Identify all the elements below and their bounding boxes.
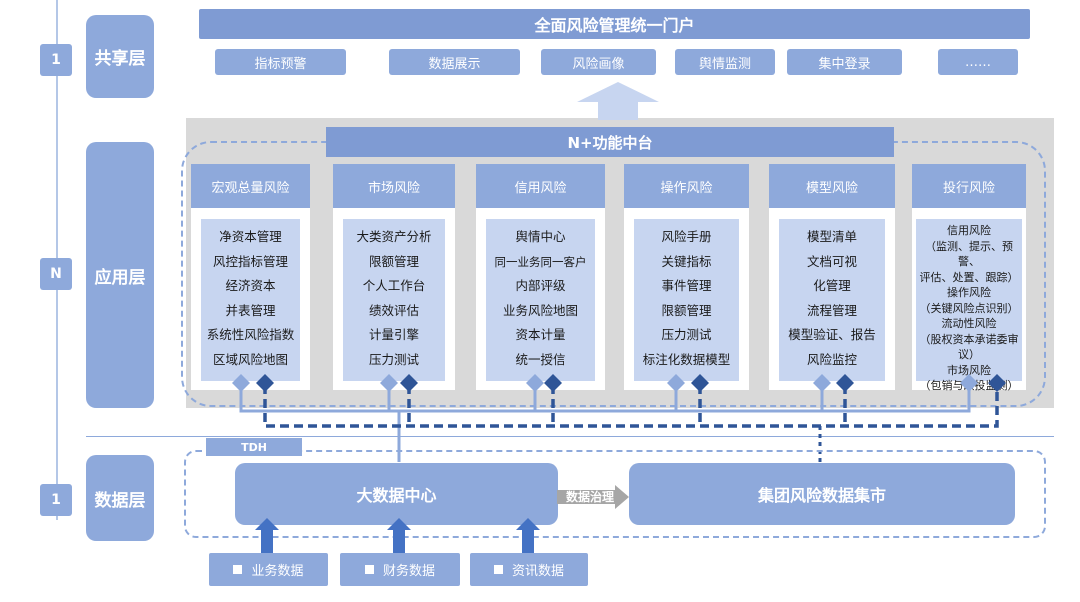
big-data-center[interactable]: 大数据中心 [235, 463, 558, 525]
list-item: 净资本管理 [219, 229, 282, 244]
list-item: 风险监控 [806, 351, 857, 367]
right-arrow-icon [557, 485, 629, 509]
column-list-operational: 风险手册 关键指标 事件管理 限额管理 压力测试 标注化数据模型 [634, 219, 739, 381]
column-header-ib[interactable]: 投行风险 [912, 164, 1026, 208]
tdh-tag: TDH [206, 438, 302, 456]
column-header-market[interactable]: 市场风险 [333, 164, 455, 208]
shared-layer-count: 1 [40, 44, 72, 76]
list-item: 舆情中心 [515, 229, 566, 244]
column-header-model[interactable]: 模型风险 [769, 164, 895, 208]
portal-item-data-display[interactable]: 数据展示 [389, 49, 520, 75]
square-bullet-icon [364, 565, 374, 574]
list-item: 信用风险 [947, 224, 991, 237]
square-bullet-icon [233, 565, 243, 574]
list-item: 事件管理 [661, 278, 712, 293]
list-item: 经济资本 [225, 278, 276, 293]
list-item: 区域风险地图 [212, 351, 288, 367]
list-item: 操作风险 [947, 286, 991, 299]
list-item: 模型验证、报告 [788, 327, 876, 342]
list-item: 模型清单 [806, 229, 857, 244]
portal-item-sentiment-monitor[interactable]: 舆情监测 [675, 49, 775, 75]
column-list-macro: 净资本管理 风控指标管理 经济资本 并表管理 系统性风险指数 区域风险地图 [201, 219, 300, 381]
data-layer-frame [184, 450, 1046, 538]
list-item: 统一授信 [515, 351, 566, 367]
list-item: 资本计量 [515, 327, 566, 342]
portal-item-indicator-warning[interactable]: 指标预警 [215, 49, 346, 75]
list-item: 风险手册 [661, 229, 712, 244]
list-item: 压力测试 [661, 327, 712, 342]
list-item: 风控指标管理 [212, 253, 288, 269]
column-list-market: 大类资产分析 限额管理 个人工作台 绩效评估 计量引擎 压力测试 [343, 219, 445, 381]
column-header-credit[interactable]: 信用风险 [476, 164, 605, 208]
portal-item-more[interactable]: …… [938, 49, 1018, 75]
shared-layer-label: 共享层 [86, 15, 154, 98]
list-item: 并表管理 [225, 302, 276, 318]
list-item: 系统性风险指数 [206, 327, 295, 342]
column-list-credit: 舆情中心 同一业务同一客户 内部评级 业务风险地图 资本计量 统一授信 [486, 219, 595, 381]
list-item: 关键指标 [661, 253, 712, 269]
connector-diamonds [232, 374, 1006, 392]
square-bullet-icon [493, 565, 503, 574]
list-item: 同一业务同一客户 [494, 254, 587, 269]
list-item: 计量引擎 [368, 327, 419, 342]
list-item: 流程管理 [806, 302, 857, 318]
source-financial-data[interactable]: 财务数据 [340, 553, 460, 586]
list-item: 大类资产分析 [356, 229, 432, 244]
list-item: 内部评级 [515, 278, 566, 293]
list-item: 压力测试 [368, 351, 419, 367]
source-label: 业务数据 [251, 564, 304, 579]
source-label: 财务数据 [382, 564, 435, 579]
source-label: 资讯数据 [511, 564, 564, 579]
app-layer-count: N [40, 258, 72, 290]
list-item: 标注化数据模型 [642, 351, 731, 367]
list-item: 文档可视 [806, 253, 857, 269]
list-item: 化管理 [813, 278, 851, 293]
list-item: 市场风险 [947, 363, 991, 377]
list-item: 业务风险地图 [502, 302, 578, 318]
portal-title-bar: 全面风险管理统一门户 [199, 9, 1030, 39]
source-business-data[interactable]: 业务数据 [209, 553, 328, 586]
column-header-macro[interactable]: 宏观总量风险 [191, 164, 310, 208]
layer-separator [86, 436, 1054, 437]
data-layer-label: 数据层 [86, 455, 154, 541]
list-item: 流动性风险 [941, 317, 997, 330]
application-panel-background [186, 118, 1054, 408]
group-risk-data-mart[interactable]: 集团风险数据集市 [629, 463, 1015, 525]
data-governance-label: 数据治理 [565, 490, 614, 504]
function-center-title: N+功能中台 [326, 127, 894, 157]
list-item: （股权资本承诺委审议） [919, 332, 1019, 362]
list-item: （监测、提示、预警、 [925, 239, 1013, 269]
list-item: 限额管理 [661, 302, 712, 318]
portal-item-risk-profile[interactable]: 风险画像 [541, 49, 656, 75]
data-layer-count: 1 [40, 484, 72, 516]
portal-item-central-login[interactable]: 集中登录 [787, 49, 902, 75]
list-item: 限额管理 [368, 253, 419, 269]
column-list-model: 模型清单 文档可视 化管理 流程管理 模型验证、报告 风险监控 [779, 219, 885, 381]
list-item: （关键风险点识别） [919, 301, 1019, 315]
list-item: 绩效评估 [368, 302, 419, 318]
list-item: 个人工作台 [362, 278, 426, 293]
up-arrow-icon [577, 82, 659, 120]
app-layer-label: 应用层 [86, 142, 154, 408]
source-info-data[interactable]: 资讯数据 [470, 553, 588, 586]
column-header-operational[interactable]: 操作风险 [624, 164, 749, 208]
list-item: 评估、处置、跟踪） [919, 270, 1019, 284]
